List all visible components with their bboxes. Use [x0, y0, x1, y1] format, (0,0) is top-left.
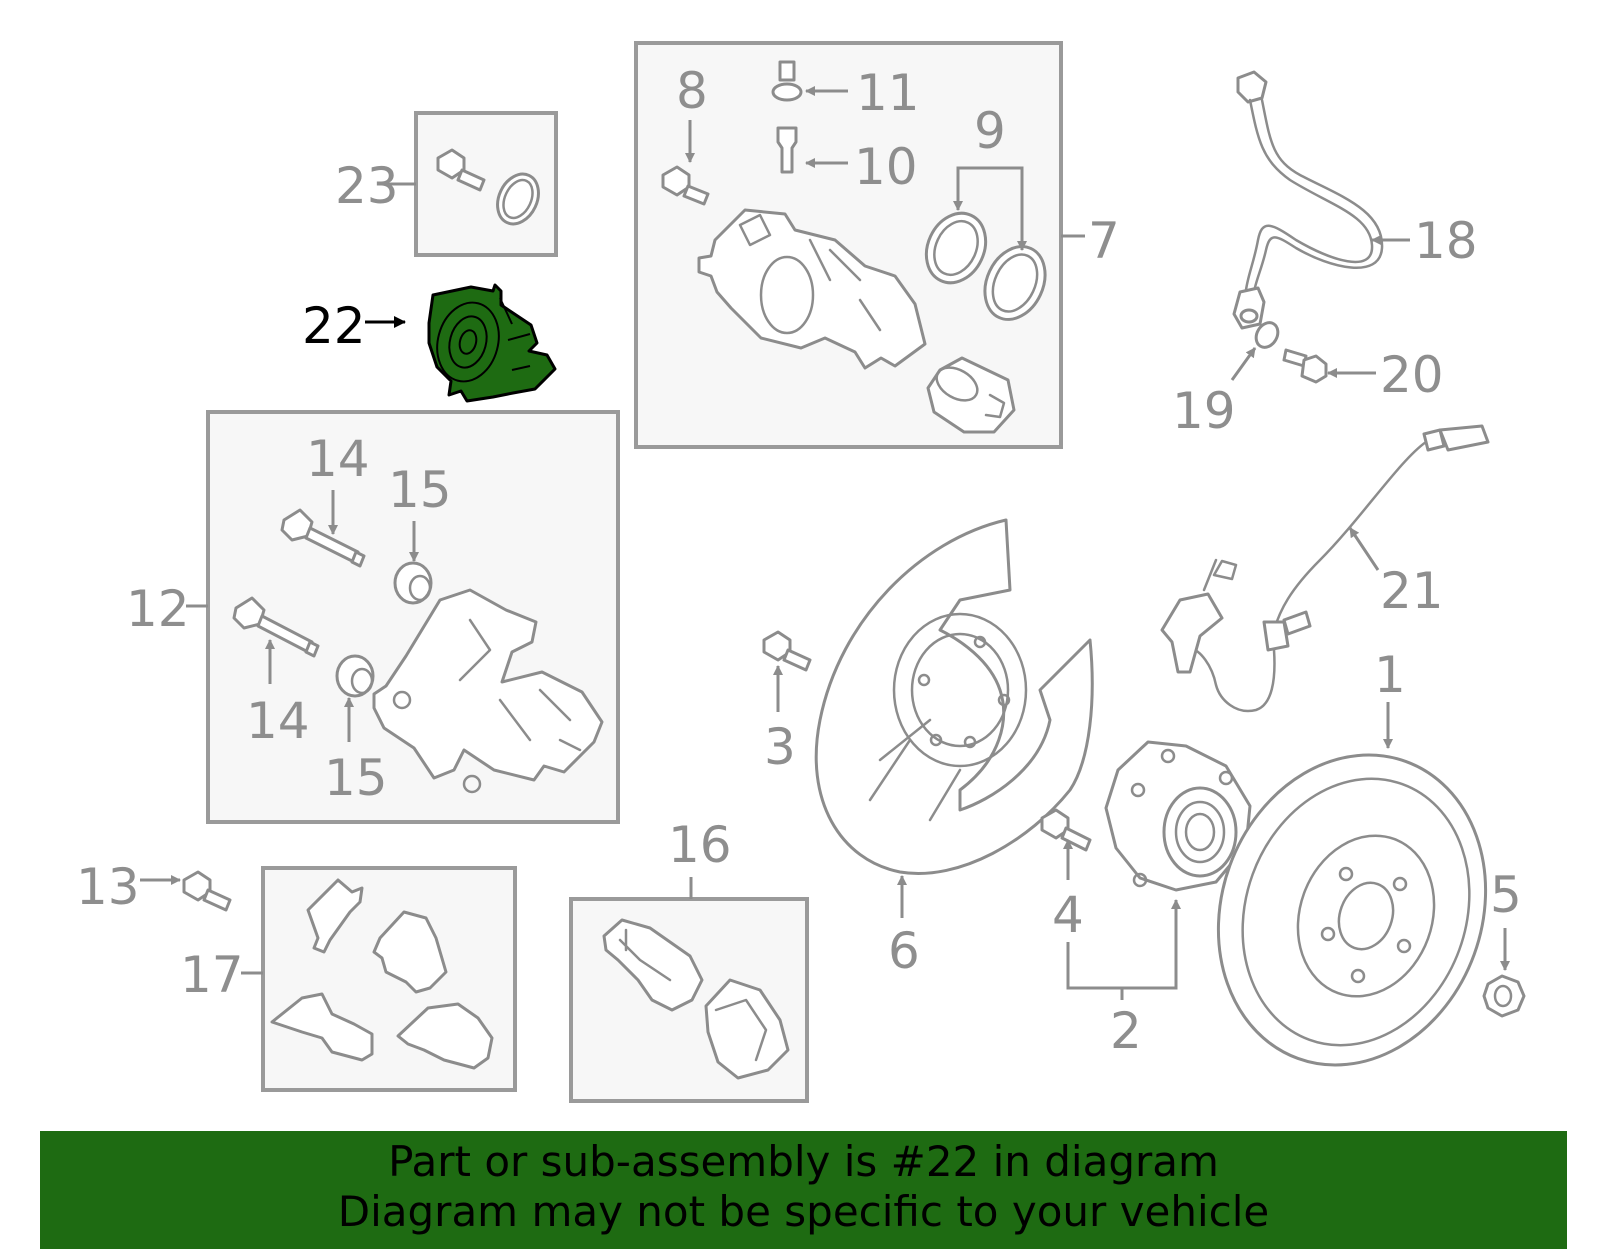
callout-18[interactable]: 18: [1414, 212, 1478, 270]
callout-2[interactable]: 2: [1110, 1002, 1142, 1060]
pin-boot-15-lower-icon: [335, 654, 375, 698]
callout-19[interactable]: 19: [1172, 382, 1236, 440]
callout-7[interactable]: 7: [1088, 212, 1120, 270]
bolt-8-icon: [661, 165, 710, 206]
callout-13[interactable]: 13: [76, 858, 140, 916]
callout-5[interactable]: 5: [1490, 866, 1522, 924]
callout-12[interactable]: 12: [126, 580, 190, 638]
bolt-13-icon[interactable]: [182, 870, 232, 912]
callout-21[interactable]: 21: [1380, 562, 1444, 620]
callout-10[interactable]: 10: [854, 138, 918, 196]
callout-8[interactable]: 8: [676, 62, 708, 120]
o-ring-icon: [496, 172, 540, 226]
notice-line-1: Part or sub-assembly is #22 in diagram: [388, 1137, 1219, 1186]
part-23-kit-box[interactable]: [386, 111, 558, 257]
callout-6[interactable]: 6: [888, 922, 920, 980]
callout-15a[interactable]: 15: [388, 461, 452, 519]
dust-shield-6-icon[interactable]: [814, 518, 1094, 875]
pad-clip-icon: [270, 878, 494, 1070]
callout-1[interactable]: 1: [1374, 646, 1406, 704]
lug-nut-5-icon[interactable]: [1482, 974, 1526, 1018]
callout-14a[interactable]: 14: [306, 430, 370, 488]
bleeder-bolt-icon: [436, 148, 486, 192]
bleeder-screw-10-icon: [776, 126, 798, 174]
bleeder-cap-11-icon: [771, 60, 803, 102]
pin-boot-15-upper-icon: [393, 561, 433, 605]
caliper-piston-icon: [926, 356, 1016, 434]
washer-19-icon[interactable]: [1252, 319, 1282, 352]
brake-rotor-1-icon[interactable]: [1176, 717, 1528, 1103]
callout-14b[interactable]: 14: [246, 692, 310, 750]
caliper-bracket-icon: [372, 588, 604, 794]
callout-9[interactable]: 9: [974, 102, 1006, 160]
part-7-caliper-box[interactable]: [634, 41, 1085, 449]
bolt-3-icon[interactable]: [762, 630, 812, 672]
callout-11[interactable]: 11: [856, 64, 920, 122]
callout-17[interactable]: 17: [180, 946, 244, 1004]
brake-pad-icon: [602, 918, 790, 1080]
part-17-hardware-box[interactable]: [241, 866, 517, 1092]
bolt-4-icon[interactable]: [1040, 808, 1092, 852]
callout-15b[interactable]: 15: [324, 749, 388, 807]
abs-sensor-21-icon[interactable]: [1160, 424, 1490, 713]
guide-pin-14-lower-icon: [232, 596, 320, 658]
caliper-body-icon: [697, 208, 927, 370]
brake-hose-18-icon[interactable]: [1232, 70, 1384, 330]
wheel-hub-2-icon[interactable]: [1104, 740, 1252, 892]
callout-23[interactable]: 23: [335, 157, 399, 215]
part-22-highlighted[interactable]: [427, 283, 557, 403]
notice-banner: Part or sub-assembly is #22 in diagram D…: [40, 1131, 1567, 1249]
part-16-pads-box[interactable]: [569, 877, 809, 1103]
callout-22[interactable]: 22: [302, 297, 366, 355]
callout-3[interactable]: 3: [764, 718, 796, 776]
guide-pin-14-upper-icon: [280, 508, 366, 568]
callout-16[interactable]: 16: [668, 816, 732, 874]
part-12-bracket-box[interactable]: [186, 410, 620, 824]
piston-seal-icon: [924, 211, 1047, 321]
callout-20[interactable]: 20: [1380, 346, 1444, 404]
bolt-20-icon[interactable]: [1282, 348, 1328, 384]
callout-4[interactable]: 4: [1052, 886, 1084, 944]
notice-line-2: Diagram may not be specific to your vehi…: [337, 1187, 1270, 1236]
